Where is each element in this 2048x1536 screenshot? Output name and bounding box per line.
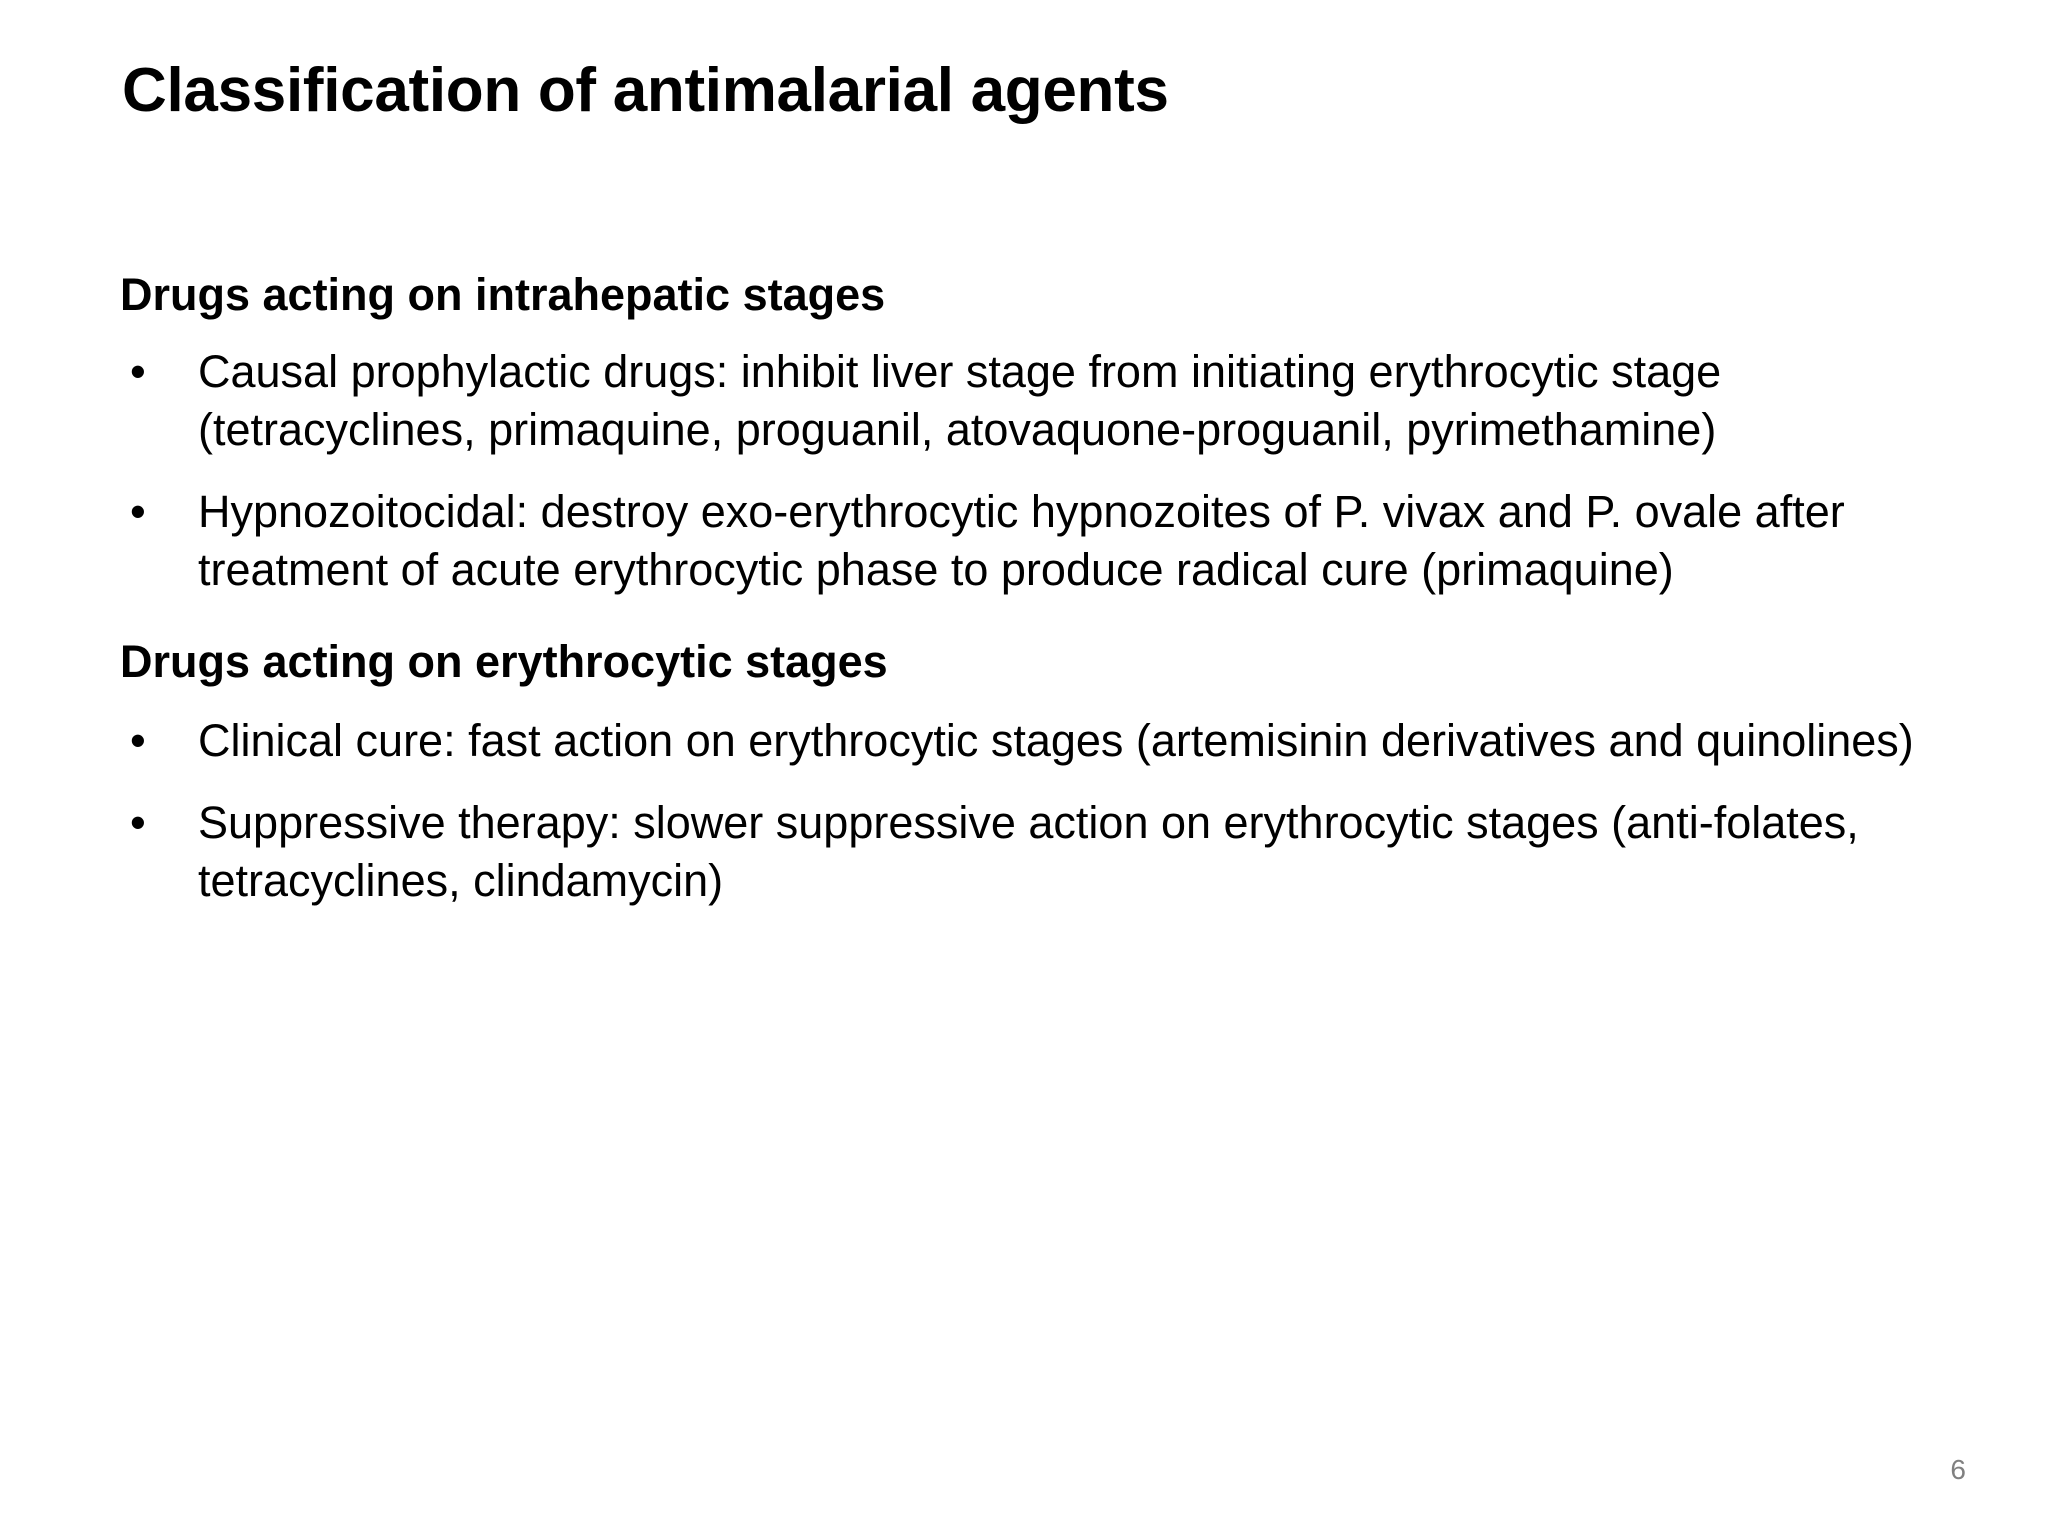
list-item: • Suppressive therapy: slower suppressiv… xyxy=(120,794,1950,910)
slide-body: Drugs acting on intrahepatic stages • Ca… xyxy=(120,268,1950,917)
bullet-icon: • xyxy=(130,486,146,538)
list-item-text: Clinical cure: fast action on erythrocyt… xyxy=(198,715,1914,767)
bullet-icon: • xyxy=(130,346,146,398)
list-item: • Clinical cure: fast action on erythroc… xyxy=(120,712,1950,770)
list-item-text: Suppressive therapy: slower suppressive … xyxy=(198,797,1859,907)
bullet-list-erythrocytic: • Clinical cure: fast action on erythroc… xyxy=(120,712,1950,910)
list-item-text: Causal prophylactic drugs: inhibit liver… xyxy=(198,346,1722,456)
bullet-list-intrahepatic: • Causal prophylactic drugs: inhibit liv… xyxy=(120,343,1950,599)
page-title: Classification of antimalarial agents xyxy=(122,56,1169,125)
bullet-icon: • xyxy=(130,797,146,849)
list-item: • Hypnozoitocidal: destroy exo-erythrocy… xyxy=(120,483,1950,599)
section-intrahepatic: Drugs acting on intrahepatic stages • Ca… xyxy=(120,268,1950,599)
bullet-icon: • xyxy=(130,715,146,767)
list-item: • Causal prophylactic drugs: inhibit liv… xyxy=(120,343,1950,459)
section-erythrocytic: Drugs acting on erythrocytic stages • Cl… xyxy=(120,635,1950,910)
list-item-text: Hypnozoitocidal: destroy exo-erythrocyti… xyxy=(198,486,1845,596)
page-number: 6 xyxy=(1950,1454,1966,1485)
section-heading-intrahepatic: Drugs acting on intrahepatic stages xyxy=(120,269,886,320)
section-heading-erythrocytic: Drugs acting on erythrocytic stages xyxy=(120,636,888,688)
